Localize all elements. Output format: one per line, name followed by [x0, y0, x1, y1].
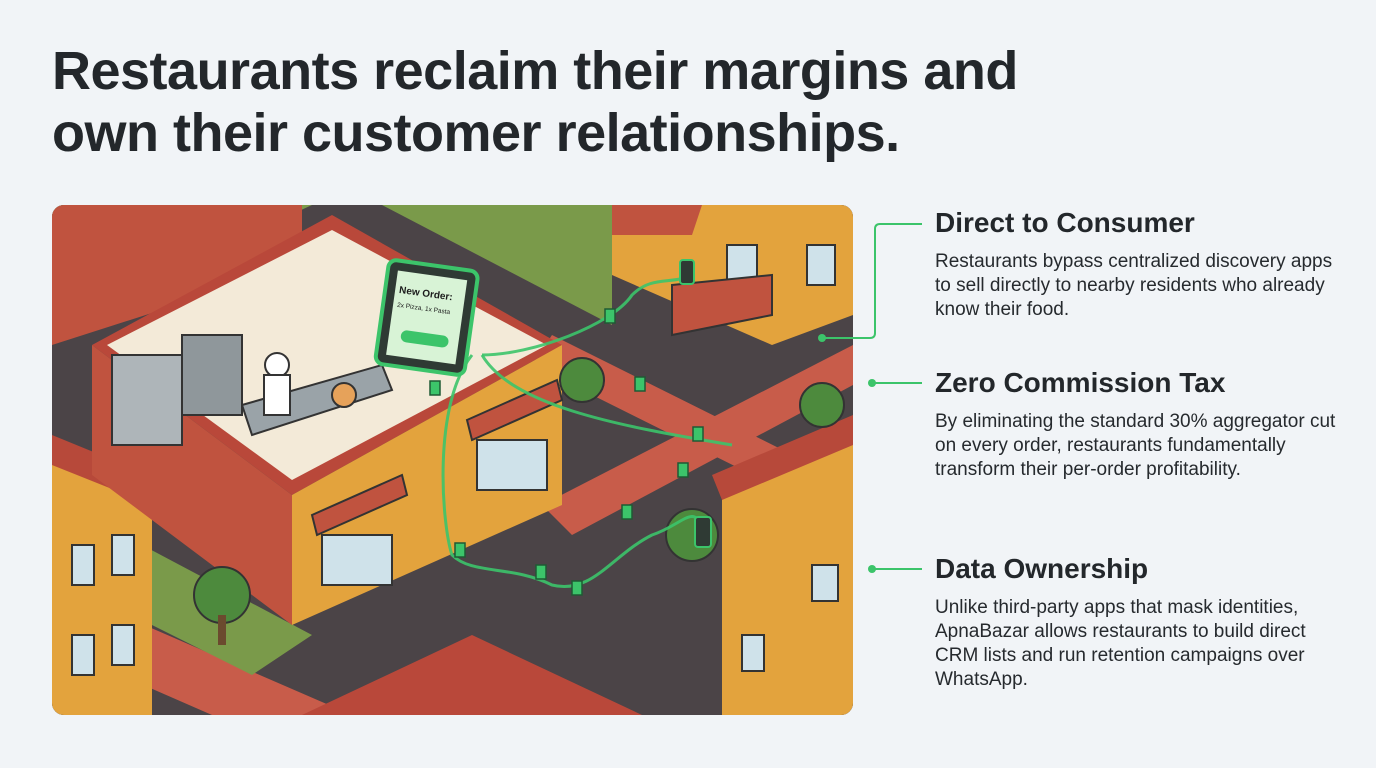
feature-zero-commission: Zero Commission Tax By eliminating the s…: [935, 366, 1345, 482]
feature-body: By eliminating the standard 30% aggregat…: [935, 411, 1336, 480]
feature-body: Restaurants bypass centralized discovery…: [935, 251, 1333, 320]
feature-data-ownership: Data Ownership Unlike third-party apps t…: [935, 552, 1345, 692]
city-illustration: New Order: 2x Pizza, 1x Pasta: [52, 205, 853, 715]
feature-heading: Direct to Consumer: [935, 207, 1195, 238]
feature-direct-to-consumer: Direct to Consumer Restaurants bypass ce…: [935, 206, 1345, 322]
feature-heading: Zero Commission Tax: [935, 367, 1226, 398]
page-title: Restaurants reclaim their margins and ow…: [52, 41, 1018, 163]
feature-heading: Data Ownership: [935, 553, 1149, 584]
feature-body: Unlike third-party apps that mask identi…: [935, 597, 1306, 690]
isometric-neighborhood-image: New Order: 2x Pizza, 1x Pasta: [52, 205, 853, 715]
